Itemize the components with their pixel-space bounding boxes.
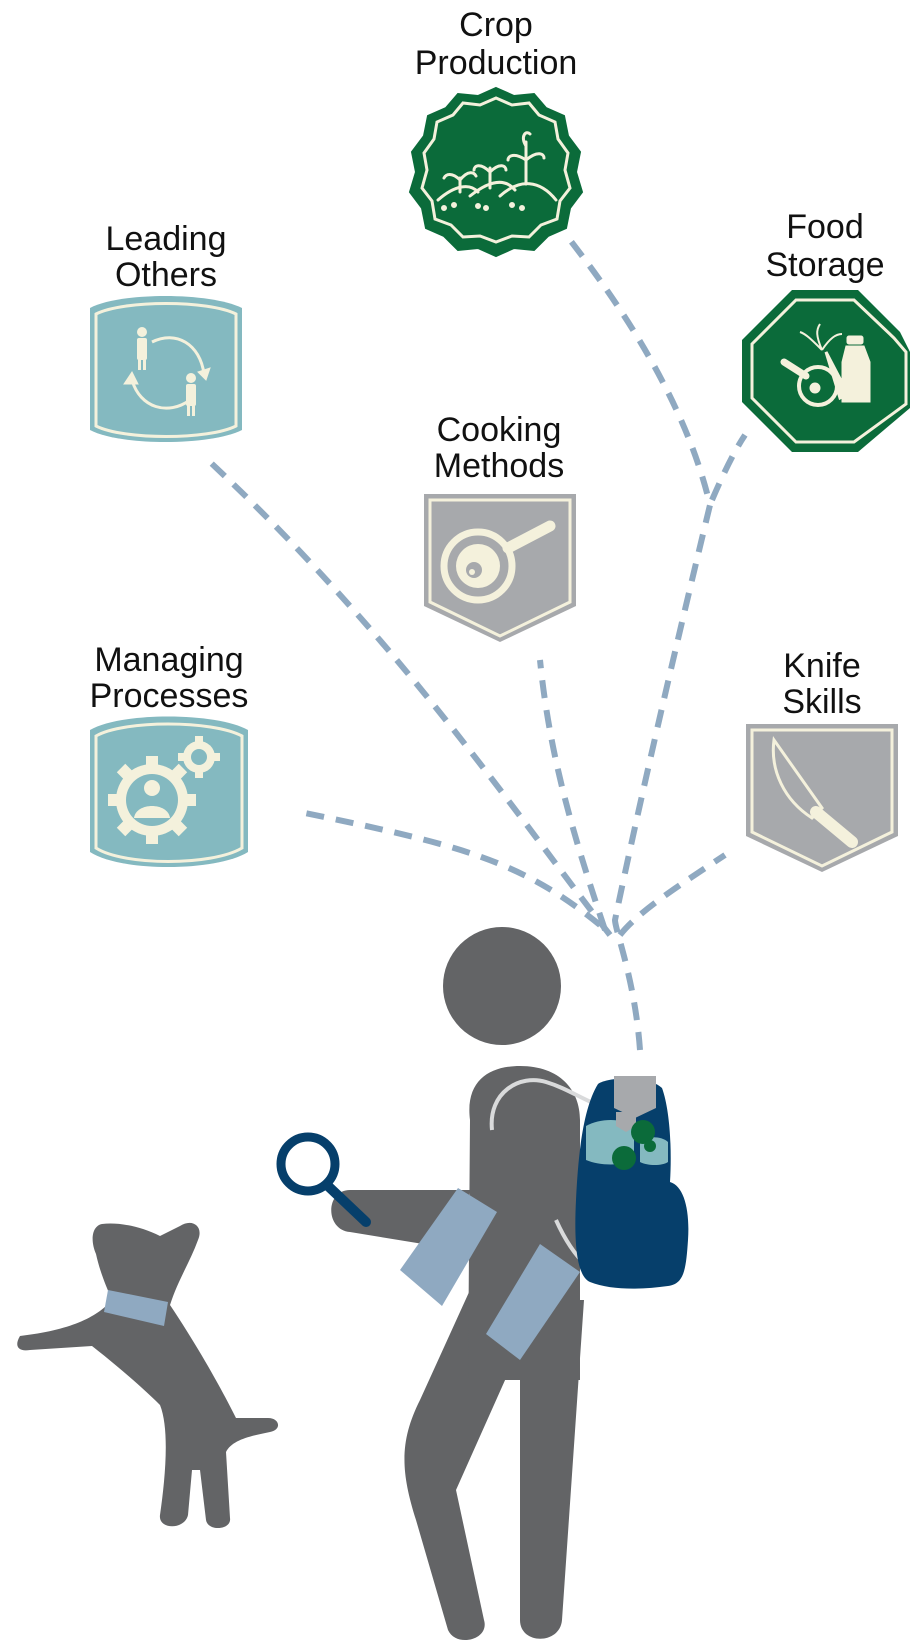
people-cycle-icon — [123, 327, 211, 416]
managing-processes-shield-ring — [94, 722, 244, 863]
magnifying-glass-icon — [276, 1132, 371, 1227]
dog-collar — [104, 1290, 168, 1326]
person-back-leg — [500, 1300, 584, 1639]
crop-production-label-2: Production — [415, 44, 578, 82]
crop-production-label-1: Crop — [459, 6, 533, 44]
person-sash — [486, 1244, 580, 1360]
person-figure — [331, 927, 601, 1641]
leading-others-shield — [90, 296, 242, 442]
trail-managing-processes — [299, 809, 602, 928]
managing-processes-label-1: Managing — [94, 641, 243, 679]
dog-figure — [17, 1222, 279, 1529]
knife-icon — [771, 736, 858, 848]
cooking-methods-label-2: Methods — [434, 447, 564, 485]
crop-production-seal — [408, 86, 584, 258]
backpack-strap — [489, 1078, 601, 1131]
food-storage-octagon-ring — [750, 298, 908, 444]
trail-cooking-methods — [537, 659, 608, 931]
leading-others-label-2: Others — [115, 256, 217, 294]
badge-crop-production: Crop Production — [408, 6, 584, 258]
trail-leading-others — [207, 459, 613, 937]
food-storage-icon — [780, 323, 871, 407]
food-storage-label-2: Storage — [765, 246, 884, 284]
food-storage-label-1: Food — [786, 208, 864, 246]
person-head — [443, 927, 561, 1045]
leading-others-label-1: Leading — [105, 220, 226, 258]
frying-pan-icon — [440, 520, 556, 604]
badge-knife-skills: Knife Skills — [746, 647, 898, 872]
knife-skills-label-2: Skills — [782, 683, 861, 721]
gears-person-icon — [108, 736, 220, 844]
cooking-methods-shield-ring — [428, 498, 572, 638]
badge-leading-others: Leading Others — [90, 220, 242, 442]
backpack-green-badge-2 — [612, 1146, 636, 1170]
backpack-gray-badge-2 — [616, 1112, 636, 1132]
person-sleeve — [400, 1188, 497, 1306]
crop-production-seal-ring — [420, 96, 572, 244]
knife-skills-label-1: Knife — [783, 647, 861, 685]
trail-food-storage — [709, 433, 748, 502]
badge-cooking-methods: Cooking Methods — [424, 411, 576, 642]
backpack-gray-badge — [614, 1076, 656, 1118]
managing-processes-label-2: Processes — [90, 677, 249, 715]
knife-skills-shield-ring — [750, 728, 894, 868]
badge-food-storage: Food Storage — [742, 208, 910, 452]
knife-skills-shield — [746, 724, 898, 872]
trail-knife-skills — [617, 852, 727, 937]
leading-others-shield-ring — [94, 302, 238, 438]
cooking-methods-label-1: Cooking — [437, 411, 562, 449]
backpack-green-badge-1 — [631, 1120, 655, 1144]
badge-managing-processes: Managing Processes — [90, 641, 249, 867]
backpack — [575, 1076, 689, 1289]
seedlings-icon — [436, 131, 558, 211]
food-storage-octagon — [742, 290, 910, 452]
backpack-green-badge-3 — [644, 1140, 656, 1152]
skill-trails — [207, 238, 748, 1051]
trail-crop-production — [567, 238, 714, 1051]
